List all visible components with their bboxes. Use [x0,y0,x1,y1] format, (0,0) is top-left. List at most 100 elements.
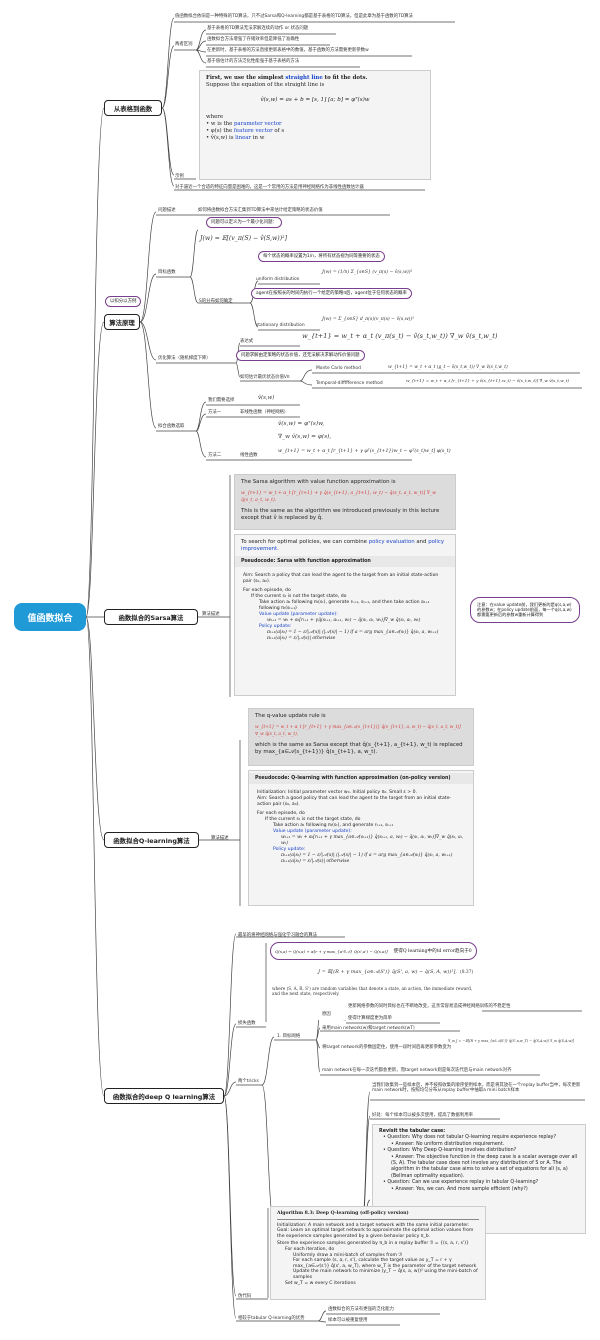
s4-l3: Take action aₜ following πₜ(sₜ), and gen… [273,823,394,828]
s2-s-dist-label: S的分布如何确定 [199,299,233,304]
s3-l7: πₜ₊₁(a|sₜ) = 1 − ε/|𝒜(s)| (|𝒜(s)| − 1) i… [267,630,439,635]
s3-alg-label: 算法描述 [202,612,220,617]
s1-example-box: First, we use the simplest straight line… [199,70,431,180]
branch-table-to-function[interactable]: 从表格到函数 [104,100,162,116]
s1-diff-item-4: 基于值估计的方法泛化性能强于基于表格的方法 [207,59,300,64]
s4-pseudo-box: Pseudocode: Q-learning with function app… [248,770,474,906]
s5-loss-pill-text: 使得Q learning中的td error趋向于0 [393,948,472,954]
s4-top-line2: which is the same as Sarsa except that q… [255,742,463,755]
s4-pc-title: Pseudocode: Q-learning with function app… [249,773,473,784]
s1-diff-item-1: 基于表格的TD算法无法求解连续的动作 or 状态问题 [207,26,309,31]
s3-top-line1: The Sarsa algorithm with value function … [241,479,396,485]
s5-loss-where: where (S, A, R, S') are random variables… [272,986,473,997]
s3-top-formula: w_{t+1} = w_t + α_t [r_{t+1} + γ q̂(s_{t… [241,491,437,503]
s3-l4: Value update (parameter update): [259,612,338,617]
s3-l2: If the current sₜ is not the target stat… [251,594,347,599]
s4-l8: πₜ₊₁(a|sₜ) = ε/|𝒜(s)| otherwise [281,859,350,864]
s3-l6: Policy update: [259,624,292,629]
s2-stationary-label: stationary distribution [256,323,305,328]
s3-top-line2: This is the same as the algorithm we int… [241,508,440,521]
s4-aim: Aim: Search a good policy that can lead … [257,796,452,807]
s2-m1-label: 方法一 [208,410,222,415]
branch-q-learning[interactable]: 函数拟合Q-learning算法 [104,832,199,848]
ex-bullet-1: • w is the parameter vector [206,121,282,127]
s1-example-label: 示例 [175,174,184,179]
s3-l1: For each episode, do [243,588,291,593]
s5-t1-r1: 更新网络参数的同时目标也在不断地改变，这亲常容易造成神经网络训练的不稳定性 [348,1004,511,1009]
s5-alg-l1: Store the experience samples generated b… [277,1241,470,1247]
s5-loss-box: Q(s,a) ← Q(s,a) + α[r + γ max_{a'∈𝒜} Q(s… [268,940,482,1020]
s5-t2-b: 好处：每个样本可以被多次使用，提高了数据利用率 [372,1113,473,1118]
s5-rv-a2: • Answer: The objective function in the … [391,1154,578,1179]
ex-title-b: straight line [285,75,323,81]
s5-rv-title: Revisit the tabular case: [379,1129,446,1134]
branch-deep-q-learning[interactable]: 函数拟合的deep Q learning算法 [104,1088,224,1104]
s2-lin2: ∇_w v̂(s,w) = φ(s), [278,434,332,440]
s5-alg-init: Initialization: A main network and a tar… [277,1222,470,1228]
s5-loss-pill: Q(s,a) ← Q(s,a) + α[r + γ max_{a'∈𝒜} Q(s… [270,942,477,960]
s5-alg-l4: For each sample (s, a, r, s'), calculate… [293,1258,477,1269]
s5-loss-J: J = 𝔼[(R + γ max_{a∈𝒜(S')} q̂(S', a, w) … [318,969,457,975]
s2-lin3: w_{t+1} = w_t + α_t [r_{t+1} + γ φᵀ(s_{t… [278,449,451,454]
s5-alg-title: Algorithm 8.3: Deep Q-learning (off-poli… [277,1211,479,1220]
s4-l4: Value update (parameter update): [273,829,352,834]
branch-sarsa[interactable]: 函数拟合的Sarsa算法 [104,609,198,625]
s5-adv-label: 相较于tabular Q-learning的优势 [238,1316,305,1321]
s2-uniform-formula: J(w) = (1/n) Σ_{s∈S} (v_π(s) − v̂(s,w))² [322,270,413,275]
branch-algorithm-principle[interactable]: 算法原理 [104,314,140,330]
s5-t1-b-formula: ∇_w J = −𝔼[(R + γ max_{a∈𝒜(S')} q̂(S',a,… [448,1039,574,1043]
s5-rv-q2: • Question: Why Deep Q-learning involves… [383,1148,517,1154]
s5-alg-l2: For each iteration, do [285,1246,335,1252]
s5-rv-a3: • Answer: Yes, we can. And more sample e… [391,1186,528,1192]
s3-l5: wₜ₊₁ = wₜ + αₜ[rₜ₊₁ + γq̂(sₜ₊₁, aₜ₊₁, wₜ… [267,618,421,623]
s5-alg-l3: Uniformly draw a mini-batch of samples f… [293,1252,403,1258]
s2-m2-label: 方法二 [208,453,222,458]
s5-loss-label: 损失函数 [238,1021,256,1026]
s2-mc-label: Monte Carlo method [316,366,361,371]
s1-intro: 值函数拟合依旧是一种特殊的TD算法，只不过Sarsa和Q-learning都是基… [175,14,413,19]
s1-diff-item-2: 函数拟合方法增强了存储效率但是降低了准确性 [207,37,300,42]
s5-alg-box: Algorithm 8.3: Deep Q-learning (off-poli… [270,1206,486,1300]
s5-rv-q3: • Question: Can we use experience replay… [383,1180,539,1186]
s2-mc-formula: w_{t+1} = w_t + α_t (g_t − v̂(s_t,w_t)) … [388,365,508,370]
s3-aim: Aim: Search a policy that can lead the a… [243,573,439,584]
s2-fit-label: 拟合函数选取 [158,424,185,429]
s2-vpi-label: 如何估计最优状态价值Vπ [240,375,290,380]
s5-t1-c: main network在每一次迭代都会更新，而target network则是… [322,1068,512,1073]
s2-goal-pill: 问题可以定义为一个最小化问题： [206,217,282,228]
s2-stationary-formula: J(w) = Σ_{s∈S} d_π(s)(v_π(s) − v̂(s,w))² [322,317,415,322]
ex-title-a: First, we use the simplest [206,75,286,81]
ex-formula: v̂(s,w) = as + b = [s, 1] [a; b] = φᵀ(s)… [260,97,370,103]
s5-alg-l6: Set w_T = w every C iterations [285,1280,356,1286]
s2-pill-stationary: agent在按照长的时间内执行一个给定的策略π后，agent位于任何状态的概率 [251,288,412,299]
s5-t1-label: 1. 目标网络 [277,1034,301,1039]
s5-t1-r2: 使得计算梯度更为简单 [348,1016,392,1021]
s4-top-box: The q-value update rule is w_{t+1} = w_t… [248,708,474,766]
s4-l7: πₜ₊₁(a|sₜ) = 1 − ε/|𝒜(s)| (|𝒜(s)| − 1) i… [281,853,453,858]
s5-t2-a: 当我们收集到一些样本后，并不按照收集的顺序使用样本，而是将其放在一个replay… [372,1083,581,1094]
ex-bullet-3: • v̂(s,w) is linear in w [206,135,265,141]
s2-pill-unknown: 问题求解由定策略的状态价值，还无法解决求解动作价值问题 [236,350,365,361]
root-node[interactable]: 值函数拟合 [14,603,86,631]
s3-top-box: The Sarsa algorithm with value function … [234,474,456,530]
s5-t1-reason: 原因 [322,1012,331,1017]
s4-l1: For each episode, do [257,811,305,816]
s2-pill-uniform: 每个状态的概率设置为1/n，将所有状态视为同等重要的状态 [258,251,385,262]
s5-loss-eqno: (8.37) [460,970,474,975]
s1-outro: 对于逼近一个合适的特征向量是困难的，这是一个常用的方法是用神经网络作为非线性函数… [175,185,364,190]
s5-loss-pill-formula: Q(s,a) ← Q(s,a) + α[r + γ max_{a'∈𝒜} Q(s… [275,948,388,954]
s3-l8: πₜ₊₁(a|sₜ) = ε/|𝒜(s)| otherwise [267,636,336,641]
s2-uniform-label: uniform distribution [256,277,300,282]
s2-m1-text: 非线性函数（神经网络） [240,410,289,415]
s2-td-label: Temporal-diffffference method [316,381,383,386]
s5-t1-a: 采用main network(w)和target network(wT) [322,1026,415,1031]
s1-diff-label: 两者区别 [175,42,193,47]
ex-title-c: to fit the dots. [322,75,368,81]
s4-l5: wₜ₊₁ = wₜ + αₜ[rₜ₊₁ + γ max_{a∈𝒜(sₜ₊₁)} … [281,835,464,846]
s5-t1-b: 将target network的参数固定住，使用一段时间后再更新参数变为 [322,1045,452,1050]
s4-l2: If the current sₜ is not the target stat… [265,817,361,822]
s2-td-formula: w_{t+1} = w_t + α_t [r_{t+1} + γ v̂(s_{t… [406,378,570,383]
s3-pc-title: Pseudocode: Sarsa with function approxim… [235,556,455,567]
s2-J-formula: J(w) = 𝔼[(v_π(S) − v̂(S,w))²] [200,235,288,242]
